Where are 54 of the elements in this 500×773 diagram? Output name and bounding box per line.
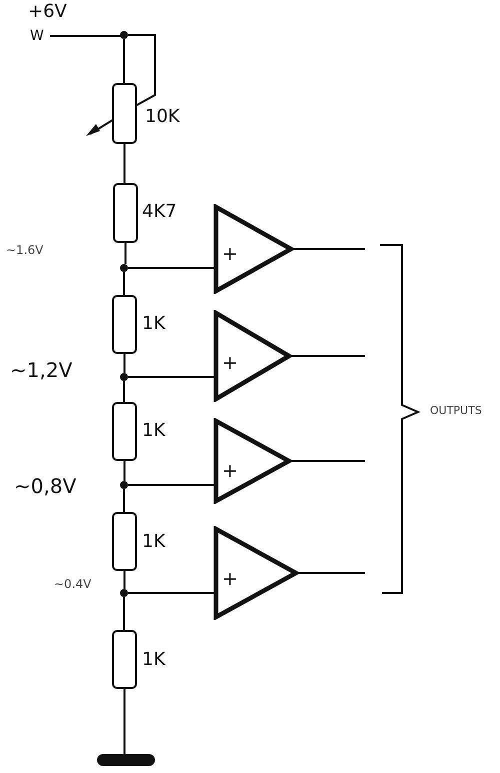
wire <box>123 272 125 295</box>
junction-dot <box>120 264 128 272</box>
wire <box>290 460 365 462</box>
input-sign: + <box>222 570 238 589</box>
resistor-symbol <box>112 512 137 571</box>
voltage-label: ~1.6V <box>6 244 44 256</box>
op-amp-symbol <box>213 204 294 294</box>
wire <box>123 39 125 83</box>
op-amp-symbol <box>213 418 292 504</box>
voltage-label: ∼0,8V <box>14 476 76 496</box>
wire <box>128 267 215 269</box>
voltage-label: ~0.4V <box>54 578 92 590</box>
wire <box>290 355 365 357</box>
resistor-symbol <box>112 402 137 461</box>
component-value: 1K <box>142 651 166 669</box>
wire <box>128 592 215 594</box>
wire <box>124 354 126 373</box>
ground-symbol <box>97 754 155 766</box>
wire <box>124 689 126 754</box>
junction-dot <box>120 481 128 489</box>
wire <box>128 376 215 378</box>
wire <box>292 248 365 250</box>
resistor-symbol <box>112 295 137 354</box>
wire <box>124 571 126 589</box>
wire <box>123 597 125 630</box>
junction-dot <box>120 31 128 39</box>
wire <box>124 144 126 183</box>
junction-dot <box>120 373 128 381</box>
component-value: 1K <box>142 422 166 440</box>
wire <box>123 489 125 512</box>
wire <box>128 34 156 106</box>
component-value: 4K7 <box>142 203 177 221</box>
voltage-label: ∼1,2V <box>10 360 72 380</box>
wire <box>128 484 215 486</box>
wire <box>123 381 125 402</box>
junction-dot <box>120 589 128 597</box>
input-sign: + <box>222 354 238 373</box>
resistor-symbol <box>113 183 138 243</box>
wire <box>124 243 126 264</box>
component-value: 10K <box>145 108 180 126</box>
input-sign: + <box>222 245 238 264</box>
resistor-symbol <box>112 630 137 689</box>
component-value: 1K <box>142 533 166 551</box>
component-value: 1K <box>142 315 166 333</box>
outputs-label: OUTPUTS <box>430 405 482 416</box>
resistor-symbol <box>112 83 137 144</box>
input-sign: + <box>222 462 238 481</box>
wire <box>124 461 126 481</box>
wire <box>50 35 122 37</box>
wire <box>297 572 365 574</box>
op-amp-symbol <box>213 526 299 620</box>
op-amp-symbol <box>213 310 292 402</box>
terminal-label: W <box>30 28 50 44</box>
supply-voltage-label: +6V <box>28 3 67 21</box>
